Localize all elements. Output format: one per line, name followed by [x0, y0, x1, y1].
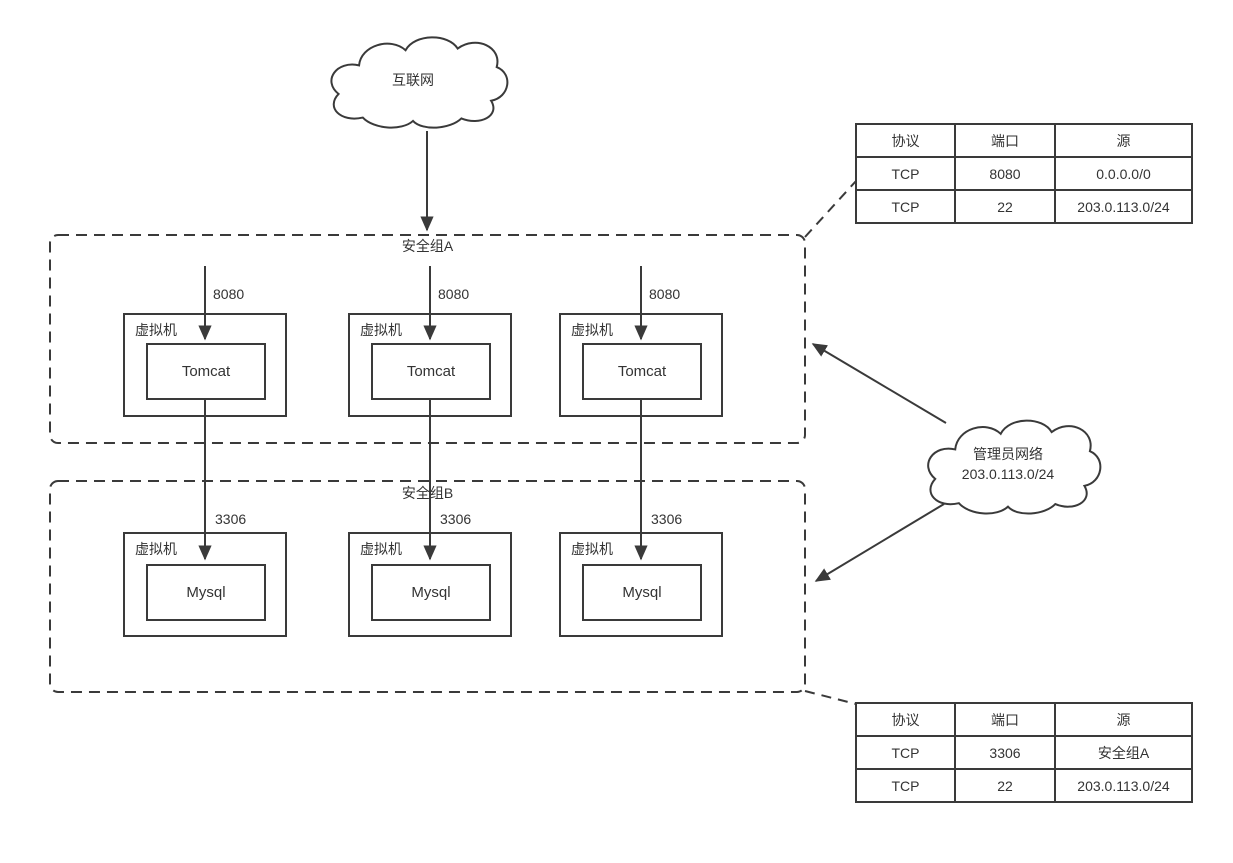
vm-label: 虚拟机 — [135, 322, 177, 338]
internet-cloud-label: 互联网 — [392, 72, 434, 88]
tomcat-box-3: Tomcat — [582, 343, 702, 400]
vm-box-tomcat-3: 虚拟机 Tomcat — [559, 313, 723, 417]
vm-box-tomcat-1: 虚拟机 Tomcat — [123, 313, 287, 417]
security-group-b-label: 安全组B — [401, 485, 454, 501]
app-name: Mysql — [622, 584, 662, 601]
cell-source: 203.0.113.0/24 — [1054, 189, 1193, 224]
table-header-row: 协议 端口 源 — [855, 702, 1193, 737]
mysql-box-2: Mysql — [371, 564, 491, 621]
cell-port: 22 — [954, 768, 1056, 803]
group-b-to-table-connector — [804, 690, 857, 705]
admin-network-cidr: 203.0.113.0/24 — [961, 466, 1055, 482]
cell-port: 22 — [954, 189, 1056, 224]
tomcat-box-2: Tomcat — [371, 343, 491, 400]
table-row: TCP 8080 0.0.0.0/0 — [855, 156, 1193, 191]
app-name: Tomcat — [617, 363, 667, 380]
port-3306-label-1: 3306 — [215, 511, 247, 527]
table-row: TCP 22 203.0.113.0/24 — [855, 768, 1193, 803]
header-port: 端口 — [954, 123, 1056, 158]
app-name: Mysql — [411, 584, 451, 601]
app-name: Mysql — [186, 584, 226, 601]
group-a-rules-table: 协议 端口 源 TCP 8080 0.0.0.0/0 TCP 22 203.0.… — [855, 123, 1193, 224]
vm-label: 虚拟机 — [360, 541, 402, 557]
vm-label: 虚拟机 — [571, 322, 613, 338]
app-name: Tomcat — [406, 363, 456, 380]
vm-label: 虚拟机 — [360, 322, 402, 338]
cell-protocol: TCP — [855, 189, 956, 224]
security-group-a-label: 安全组A — [401, 238, 454, 254]
port-8080-label-2: 8080 — [438, 286, 470, 302]
vm-label: 虚拟机 — [135, 541, 177, 557]
admin-to-group-a-arrow — [811, 343, 947, 424]
security-group-a-boundary — [49, 234, 806, 444]
table-header-row: 协议 端口 源 — [855, 123, 1193, 158]
mysql-box-3: Mysql — [582, 564, 702, 621]
cell-source: 安全组A — [1054, 735, 1193, 770]
vm-box-mysql-1: 虚拟机 Mysql — [123, 532, 287, 637]
vm-label: 虚拟机 — [571, 541, 613, 557]
admin-network-cloud-label: 管理员网络 203.0.113.0/24 — [917, 444, 1099, 484]
header-source: 源 — [1054, 123, 1193, 158]
cell-port: 8080 — [954, 156, 1056, 191]
table-row: TCP 22 203.0.113.0/24 — [855, 189, 1193, 224]
header-protocol: 协议 — [855, 123, 956, 158]
header-source: 源 — [1054, 702, 1193, 737]
group-a-to-table-connector — [804, 180, 857, 238]
tomcat-box-1: Tomcat — [146, 343, 266, 400]
mysql-box-1: Mysql — [146, 564, 266, 621]
port-8080-label-1: 8080 — [213, 286, 245, 302]
cell-protocol: TCP — [855, 735, 956, 770]
header-port: 端口 — [954, 702, 1056, 737]
table-row: TCP 3306 安全组A — [855, 735, 1193, 770]
cell-port: 3306 — [954, 735, 1056, 770]
port-3306-label-3: 3306 — [651, 511, 683, 527]
port-8080-label-3: 8080 — [649, 286, 681, 302]
header-protocol: 协议 — [855, 702, 956, 737]
app-name: Tomcat — [181, 363, 231, 380]
cell-protocol: TCP — [855, 768, 956, 803]
security-group-b-boundary — [49, 480, 806, 693]
vm-box-mysql-3: 虚拟机 Mysql — [559, 532, 723, 637]
admin-to-group-b-arrow — [814, 503, 945, 582]
cell-protocol: TCP — [855, 156, 956, 191]
group-b-rules-table: 协议 端口 源 TCP 3306 安全组A TCP 22 203.0.113.0… — [855, 702, 1193, 803]
cell-source: 203.0.113.0/24 — [1054, 768, 1193, 803]
cell-source: 0.0.0.0/0 — [1054, 156, 1193, 191]
vm-box-tomcat-2: 虚拟机 Tomcat — [348, 313, 512, 417]
admin-network-cloud-shape — [928, 421, 1100, 514]
vm-box-mysql-2: 虚拟机 Mysql — [348, 532, 512, 637]
internet-cloud-shape — [331, 37, 507, 127]
port-3306-label-2: 3306 — [440, 511, 472, 527]
admin-network-name: 管理员网络 — [973, 446, 1043, 462]
